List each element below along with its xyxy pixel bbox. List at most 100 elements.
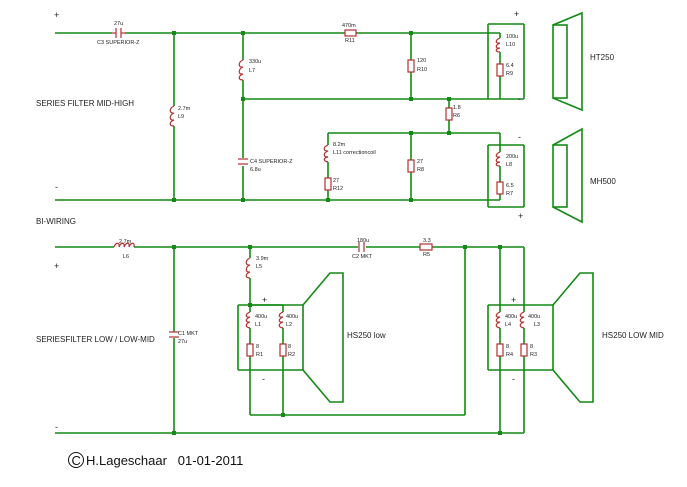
speaker-label-ht250: HT250 <box>590 53 615 62</box>
r8-value-label: 27 <box>417 159 423 165</box>
plus-sign-mh500: + <box>518 211 523 221</box>
c2-value-label: 180u <box>357 238 369 244</box>
minus-sign-hs250-low: - <box>262 374 265 384</box>
r7-value-label: 6.5 <box>506 183 514 189</box>
resistor-r12 <box>324 177 332 191</box>
capacitor-c2 <box>358 242 365 252</box>
inductor-l3 <box>519 311 525 329</box>
speaker-label-hs250-low: HS250 low <box>347 331 386 340</box>
inductor-l8 <box>495 151 501 167</box>
speaker-ht250-symbol <box>552 11 583 112</box>
r8-name-label: R8 <box>417 167 424 173</box>
inductor-l10 <box>495 37 501 53</box>
l1-value-label: 400u <box>255 314 267 320</box>
resistor-r8 <box>407 159 415 173</box>
speaker-mh500-symbol <box>552 127 583 224</box>
l11-value-label: 8.2m <box>333 142 346 148</box>
c4-name-label: C4 SUPERIOR-Z <box>250 159 293 165</box>
inductor-l2 <box>278 311 284 329</box>
copyright-footer: C H.Lageschaar 01-01-2011 <box>68 452 243 468</box>
label-bi-wiring: BI-WIRING <box>36 217 76 226</box>
l6-value-label: 2.7m <box>119 239 132 245</box>
c1-value-label: 27u <box>178 339 187 345</box>
plus-sign-ht250: + <box>514 9 519 19</box>
r12-name-label: R12 <box>333 186 343 192</box>
junction-dots <box>172 31 502 435</box>
l8-value-label: 200u <box>506 154 518 160</box>
resistor-r2 <box>279 343 287 357</box>
l5-value-label: 3.9m <box>256 256 269 262</box>
minus-sign-ht250: - <box>518 94 521 104</box>
l2-name-label: L2 <box>286 322 292 328</box>
r10-value-label: 120 <box>417 58 426 64</box>
inductor-l9 <box>169 105 175 127</box>
l10-name-label: L10 <box>506 42 515 48</box>
r3-value-label: 8 <box>530 344 533 350</box>
c1-name-label: C1 MKT <box>178 331 199 337</box>
r1-value-label: 8 <box>256 344 259 350</box>
l3-value-label: 400u <box>528 314 540 320</box>
r2-value-label: 8 <box>288 344 291 350</box>
inductor-l11 <box>323 144 329 163</box>
minus-sign-upper-input: - <box>55 182 58 192</box>
copyright-letter: C <box>72 453 81 468</box>
inductor-l5 <box>245 257 251 279</box>
l3-name-label: L3 <box>534 322 540 328</box>
resistor-r10 <box>407 59 415 73</box>
l10-value-label: 100u <box>506 34 518 40</box>
resistor-r7 <box>496 181 504 195</box>
r12-value-label: 27 <box>333 178 339 184</box>
resistor-r11 <box>344 29 357 37</box>
r4-value-label: 8 <box>506 344 509 350</box>
r10-name-label: R10 <box>417 67 427 73</box>
capacitor-c3 <box>112 28 125 38</box>
speaker-label-hs250-low-mid: HS250 LOW MID <box>602 331 664 340</box>
speaker-hs250-low-symbol <box>302 272 344 403</box>
c2-name-label: C2 MKT <box>352 254 373 260</box>
capacitor-c4 <box>238 158 248 165</box>
plus-sign-hs250-low-mid: + <box>511 295 516 305</box>
l9-name-label: L9 <box>178 114 184 120</box>
minus-sign-mh500: - <box>518 132 521 142</box>
inductor-l4 <box>495 311 501 329</box>
inductor-l1 <box>245 311 251 329</box>
resistor-r6 <box>445 107 453 121</box>
label-series-filter-mid-high: SERIES FILTER MID-HIGH <box>36 99 134 108</box>
copyright-circle-icon <box>68 452 84 468</box>
plus-sign-hs250-low: + <box>262 295 267 305</box>
resistor-r9 <box>496 63 504 77</box>
speaker-label-mh500: MH500 <box>590 177 616 186</box>
speaker-hs250-low-mid-symbol <box>552 272 594 403</box>
resistor-r5 <box>419 243 433 251</box>
label-seriesfilter-low-lowmid: SERIESFILTER LOW / LOW-MID <box>36 335 155 344</box>
r5-value-label: 3.3 <box>423 238 431 244</box>
resistor-r3 <box>520 343 528 357</box>
inductor-l6 <box>113 242 135 248</box>
r9-value-label: 6.4 <box>506 63 514 69</box>
l2-value-label: 400u <box>286 314 298 320</box>
r11-name-label: R11 <box>345 38 355 44</box>
plus-sign-lower-input: + <box>54 261 59 271</box>
r1-name-label: R1 <box>256 352 263 358</box>
r5-name-label: R5 <box>423 252 430 258</box>
c3-name-label: C3 SUPERIOR-Z <box>97 40 140 46</box>
inductor-l7 <box>238 59 244 81</box>
l11-name-label: L11 correctioncoil <box>333 150 376 156</box>
r6-value-label: 1.8 <box>453 105 461 111</box>
l8-name-label: L8 <box>506 162 512 168</box>
upper-wires <box>55 23 525 208</box>
r6-name-label: R6 <box>453 113 460 119</box>
minus-sign-hs250-low-mid: - <box>512 374 515 384</box>
l4-value-label: 400u <box>505 314 517 320</box>
capacitor-c1 <box>169 331 179 338</box>
lower-wires <box>55 246 554 434</box>
l1-name-label: L1 <box>255 322 261 328</box>
minus-sign-lower-input: - <box>55 422 58 432</box>
l7-value-label: 330u <box>249 59 261 65</box>
r7-name-label: R7 <box>506 191 513 197</box>
c3-value-label: 27u <box>114 21 123 27</box>
l5-name-label: L5 <box>256 264 262 270</box>
c4-value-label: 6.8u <box>250 167 261 173</box>
r9-name-label: R9 <box>506 71 513 77</box>
